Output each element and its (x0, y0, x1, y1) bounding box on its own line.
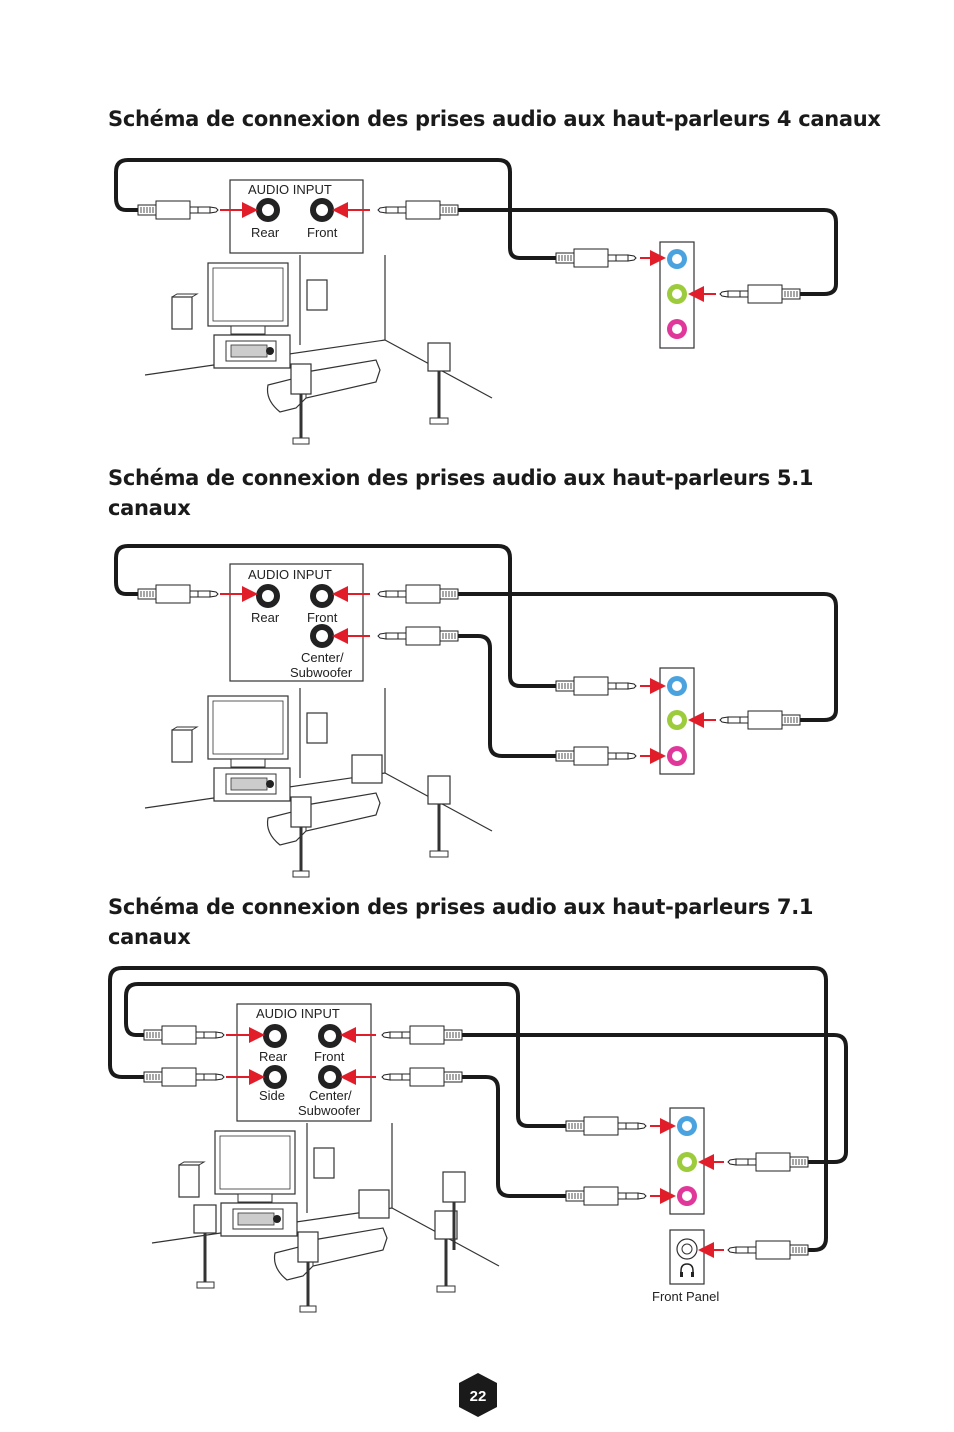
plug-icon (555, 676, 637, 696)
front-panel-label: Front Panel (652, 1289, 719, 1304)
plug-icon (143, 1067, 225, 1087)
title-line-1: Schéma de connexion des prises audio aux… (108, 466, 814, 490)
living-room-illustration (143, 686, 494, 879)
center-jack-icon (310, 624, 334, 648)
plug-icon (143, 1025, 225, 1045)
plug-icon (565, 1186, 647, 1206)
front-jack-icon (310, 198, 334, 222)
plug-icon (382, 1026, 462, 1044)
rear-jack-icon (256, 584, 280, 608)
plug-icon (378, 627, 458, 645)
subwoofer-icon (351, 754, 383, 784)
plug-icon (378, 585, 458, 603)
audio-input-label: AUDIO INPUT (248, 182, 332, 197)
rear-jack-icon (256, 198, 280, 222)
diagram-7-1ch: AUDIO INPUT Rear Front Side Center/ Subw… (108, 966, 848, 1314)
plug-icon (728, 1241, 808, 1259)
rear-label: Rear (251, 610, 280, 625)
subwoofer-icon (358, 1189, 390, 1219)
title-line-1: Schéma de connexion des prises audio aux… (108, 895, 814, 919)
subwoofer-label: Subwoofer (298, 1103, 361, 1118)
plug-icon (378, 201, 458, 219)
plug-icon (382, 1068, 462, 1086)
center-jack-icon (318, 1065, 342, 1089)
side-label: Side (259, 1088, 285, 1103)
page-number-badge: 22 (459, 1373, 497, 1417)
living-room-illustration (143, 253, 494, 446)
front-label: Front (307, 610, 338, 625)
plug-icon (720, 285, 800, 303)
rear-jack-icon (263, 1024, 287, 1048)
page-number: 22 (470, 1388, 487, 1405)
section-title-5-1ch: Schéma de connexion des prises audio aux… (108, 463, 814, 523)
plug-icon (137, 200, 219, 220)
diagram-5-1ch: AUDIO INPUT Rear Front Center/ Subwoofer (114, 544, 838, 879)
headphone-icon (680, 1263, 694, 1276)
title-line-2: canaux (108, 925, 191, 949)
front-label: Front (307, 225, 338, 240)
section-title-7-1ch: Schéma de connexion des prises audio aux… (108, 892, 814, 952)
audio-input-label: AUDIO INPUT (256, 1006, 340, 1021)
front-jack-icon (310, 584, 334, 608)
plug-icon (555, 746, 637, 766)
diagram-4ch: AUDIO INPUT Rear Front (114, 158, 838, 446)
rear-label: Rear (259, 1049, 288, 1064)
front-jack-icon (318, 1024, 342, 1048)
subwoofer-label: Subwoofer (290, 665, 353, 680)
front-label: Front (314, 1049, 345, 1064)
audio-input-label: AUDIO INPUT (248, 567, 332, 582)
plug-icon (728, 1153, 808, 1171)
rear-label: Rear (251, 225, 280, 240)
side-jack-icon (263, 1065, 287, 1089)
plug-icon (137, 584, 219, 604)
section-title-4ch: Schéma de connexion des prises audio aux… (108, 107, 881, 131)
plug-icon (720, 711, 800, 729)
center-label: Center/ (309, 1088, 352, 1103)
center-label: Center/ (301, 650, 344, 665)
side-speaker-icon (442, 1171, 466, 1203)
side-speaker-icon (193, 1204, 217, 1234)
plug-icon (565, 1116, 647, 1136)
plug-icon (555, 248, 637, 268)
title-line-2: canaux (108, 496, 191, 520)
